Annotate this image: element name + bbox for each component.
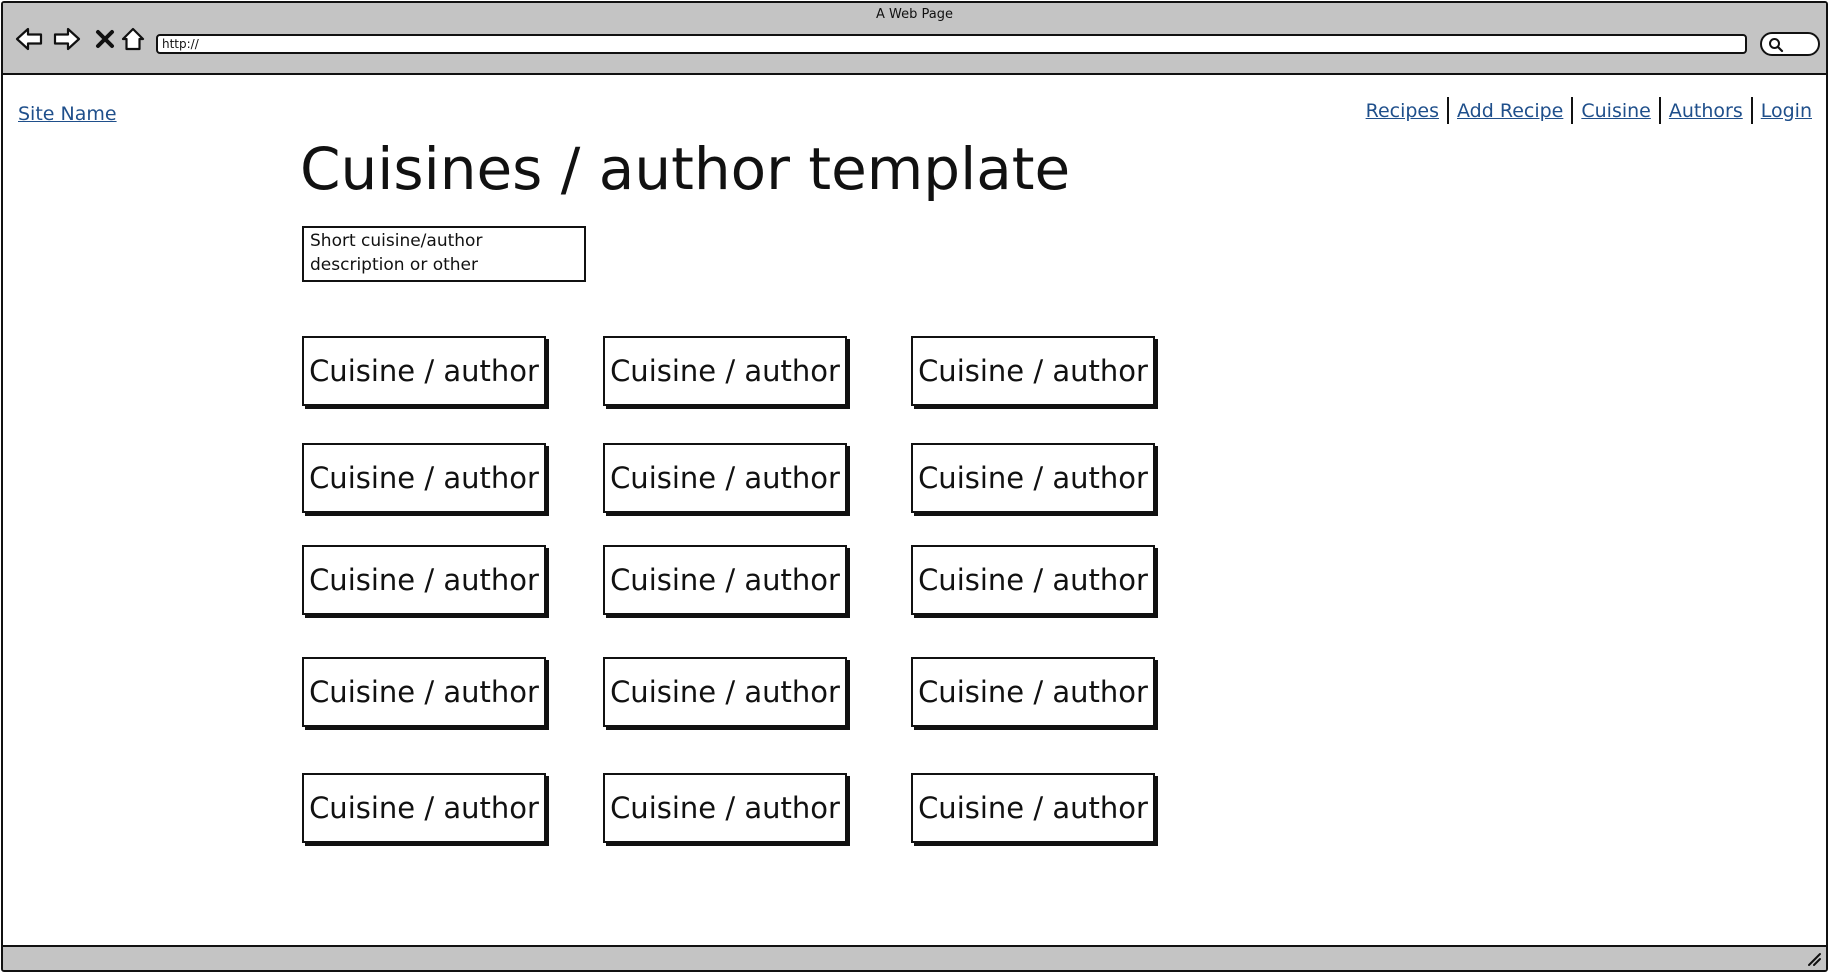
top-nav: Recipes Add Recipe Cuisine Authors Login xyxy=(1358,97,1820,124)
cuisine-author-tile[interactable]: Cuisine / author xyxy=(302,336,546,406)
nav-authors[interactable]: Authors xyxy=(1668,99,1743,122)
browser-chrome: A Web Page http:// xyxy=(3,3,1826,75)
cuisine-author-tile[interactable]: Cuisine / author xyxy=(911,773,1155,843)
page-title: Cuisines / author template xyxy=(300,135,1071,203)
home-icon[interactable] xyxy=(119,25,147,53)
browser-search-box[interactable] xyxy=(1760,32,1820,56)
nav-separator xyxy=(1658,97,1661,124)
cuisine-author-tile[interactable]: Cuisine / author xyxy=(603,773,847,843)
cuisine-author-tile[interactable]: Cuisine / author xyxy=(603,336,847,406)
stop-x-icon[interactable] xyxy=(91,25,119,53)
nav-recipes[interactable]: Recipes xyxy=(1365,99,1440,122)
resize-grip-icon[interactable] xyxy=(1806,951,1822,967)
cuisine-author-tile[interactable]: Cuisine / author xyxy=(603,657,847,727)
cuisine-author-tile[interactable]: Cuisine / author xyxy=(911,336,1155,406)
nav-login[interactable]: Login xyxy=(1760,99,1812,122)
cuisine-author-tile[interactable]: Cuisine / author xyxy=(603,545,847,615)
site-name-link[interactable]: Site Name xyxy=(18,103,117,125)
search-icon xyxy=(1769,38,1784,53)
url-input[interactable]: http:// xyxy=(156,34,1747,54)
nav-separator xyxy=(1447,97,1450,124)
nav-add-recipe[interactable]: Add Recipe xyxy=(1457,99,1564,122)
status-bar xyxy=(3,945,1826,970)
cuisine-author-tile[interactable]: Cuisine / author xyxy=(603,443,847,513)
cuisine-author-tile[interactable]: Cuisine / author xyxy=(911,443,1155,513)
cuisine-author-tile[interactable]: Cuisine / author xyxy=(302,545,546,615)
forward-arrow-icon[interactable] xyxy=(53,25,81,53)
cuisine-author-tile[interactable]: Cuisine / author xyxy=(911,545,1155,615)
cuisine-author-tile[interactable]: Cuisine / author xyxy=(911,657,1155,727)
nav-cuisine[interactable]: Cuisine xyxy=(1581,99,1651,122)
cuisine-author-tile[interactable]: Cuisine / author xyxy=(302,443,546,513)
back-arrow-icon[interactable] xyxy=(15,25,43,53)
nav-separator xyxy=(1750,97,1753,124)
description-box: Short cuisine/author description or othe… xyxy=(302,226,586,282)
cuisine-author-tile[interactable]: Cuisine / author xyxy=(302,773,546,843)
nav-separator xyxy=(1571,97,1574,124)
cuisine-author-tile[interactable]: Cuisine / author xyxy=(302,657,546,727)
window-title: A Web Page xyxy=(876,7,953,22)
